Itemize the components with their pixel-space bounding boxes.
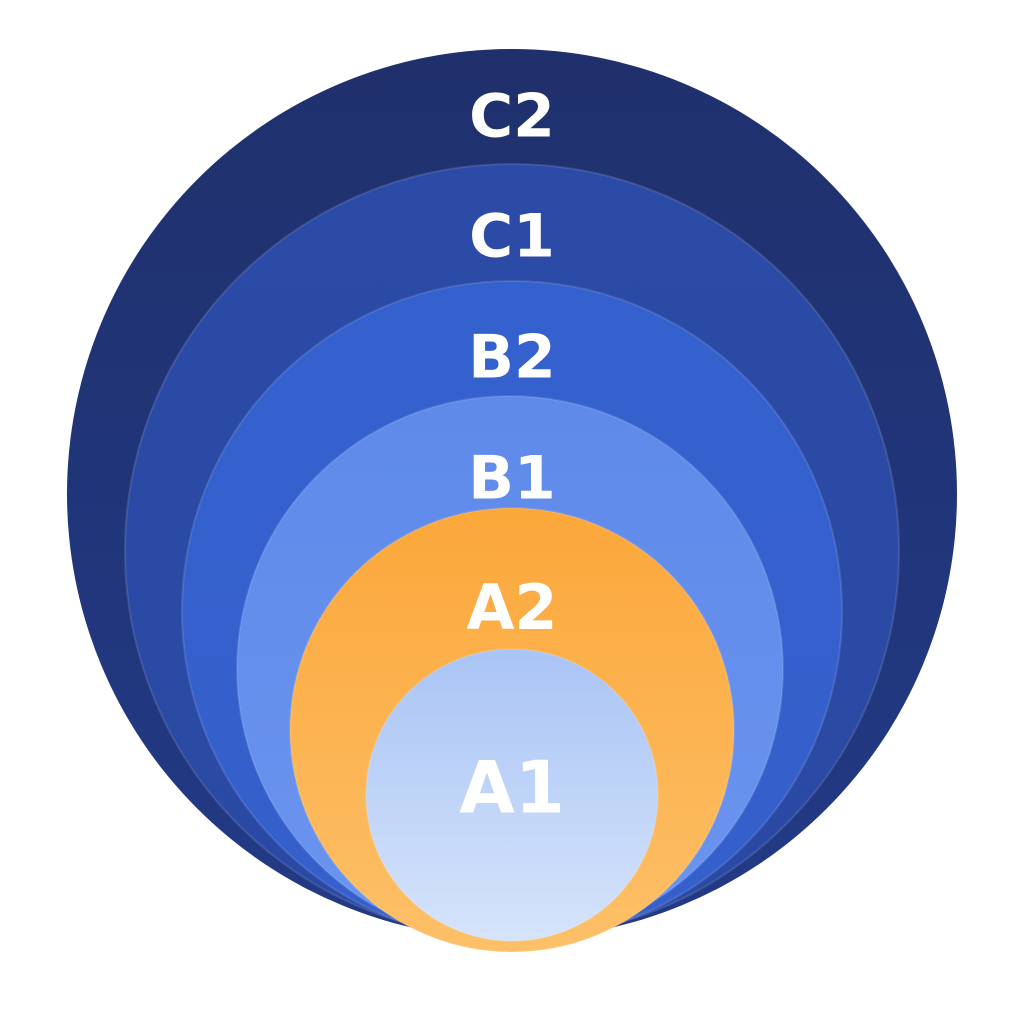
- level-label-b1: B1: [468, 444, 555, 514]
- level-label-a1: A1: [459, 746, 565, 830]
- level-label-c2: C2: [469, 82, 555, 152]
- level-circle-a1: [365, 648, 659, 942]
- level-label-b2: B2: [468, 323, 555, 393]
- level-label-a2: A2: [466, 571, 557, 644]
- level-label-c1: C1: [469, 202, 555, 272]
